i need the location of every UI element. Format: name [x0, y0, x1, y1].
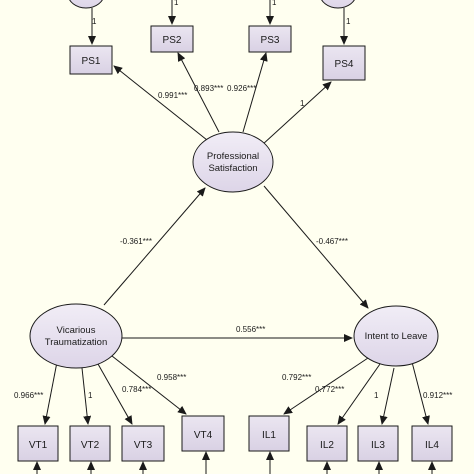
path-lines: [33, 52, 436, 474]
loading-label-vt4: 0.958***: [157, 373, 186, 382]
box-vt4: [181, 415, 225, 452]
path-label-ps-il: -0.467***: [316, 237, 348, 246]
box-ps4-label: PS4: [335, 59, 354, 70]
loading-arrow-vt3: [97, 363, 133, 425]
error-weight-ps1: 1: [92, 17, 97, 26]
error-circles-top: [69, 0, 355, 9]
box-il2-label: IL2: [320, 440, 334, 451]
box-vt2-label: VT2: [81, 440, 100, 451]
loading-label-vt2: 1: [88, 391, 93, 400]
loading-label-ps1: 0.991***: [158, 91, 187, 100]
box-ps1-label: PS1: [82, 56, 101, 67]
loading-label-ps2: 0.893***: [194, 84, 223, 93]
path-arrow-vt-ps: [103, 187, 206, 306]
box-ps3-label: PS3: [261, 35, 280, 46]
latent-vt-line2: Traumatization: [45, 337, 107, 348]
box-il4-label: IL4: [425, 440, 439, 451]
loading-arrow-vt1: [42, 361, 58, 425]
error-weight-ps2: 1: [174, 0, 179, 7]
loading-label-ps4: 1: [300, 99, 305, 108]
box-ps2: [150, 25, 194, 53]
loading-arrow-vt4: [111, 355, 187, 415]
loading-label-il3: 1: [374, 391, 379, 400]
path-label-vt-ps: -0.361***: [120, 237, 152, 246]
box-il3: [357, 425, 399, 462]
box-ps3: [248, 25, 292, 53]
box-il1-label: IL1: [262, 430, 276, 441]
loading-label-il1: 0.792***: [282, 373, 311, 382]
error-arrows-top: [88, 0, 348, 45]
loading-label-vt1: 0.966***: [14, 391, 43, 400]
loading-arrow-il4: [411, 361, 430, 425]
latent-vicarious-traumatization: [29, 303, 123, 369]
latent-professional-satisfaction: [192, 131, 274, 193]
loading-arrow-ps2: [177, 52, 220, 133]
il-indicators: IL1 IL2 IL3 IL4: [248, 415, 453, 462]
box-il1: [248, 415, 290, 452]
loading-label-vt3: 0.784***: [122, 385, 151, 394]
box-vt2: [69, 425, 111, 462]
latent-intent-to-leave: [353, 305, 439, 367]
loading-arrow-ps3: [242, 52, 268, 133]
loading-label-il2: 0.772***: [315, 385, 344, 394]
latent-il-line1: Intent to Leave: [365, 331, 428, 342]
loading-arrow-ps4: [261, 81, 332, 146]
ps-indicators: PS1 PS2 PS3 PS4: [69, 25, 366, 81]
loading-label-ps3: 0.926***: [227, 84, 256, 93]
loading-arrow-il2: [337, 363, 381, 425]
error-circle-ps4: [321, 0, 355, 9]
box-vt3: [121, 425, 165, 462]
latent-ps-line1: Professional: [207, 151, 259, 162]
box-ps2-label: PS2: [163, 35, 182, 46]
latent-ps-line2: Satisfaction: [208, 163, 257, 174]
latent-vt-line1: Vicarious: [57, 325, 96, 336]
path-label-vt-il: 0.556***: [236, 325, 265, 334]
error-weight-ps3: 1: [272, 0, 277, 7]
path-arrow-ps-il: [263, 185, 369, 309]
loading-arrow-il1: [283, 357, 369, 415]
loading-arrow-vt2: [81, 367, 92, 425]
loading-arrow-ps1: [113, 65, 208, 141]
vt-indicators: VT1 VT2 VT3 VT4: [17, 415, 225, 462]
box-il3-label: IL3: [371, 440, 385, 451]
box-vt1: [17, 425, 59, 462]
error-weight-ps4: 1: [346, 17, 351, 26]
box-ps1: [69, 45, 113, 75]
box-ps4: [322, 45, 366, 81]
box-vt4-label: VT4: [194, 430, 213, 441]
box-il2: [306, 425, 348, 462]
error-circle-ps1: [69, 0, 103, 9]
box-il4: [411, 425, 453, 462]
loading-arrow-il3: [379, 367, 395, 425]
box-vt3-label: VT3: [134, 440, 153, 451]
box-vt1-label: VT1: [29, 440, 48, 451]
loading-label-il4: 0.912***: [423, 391, 452, 400]
